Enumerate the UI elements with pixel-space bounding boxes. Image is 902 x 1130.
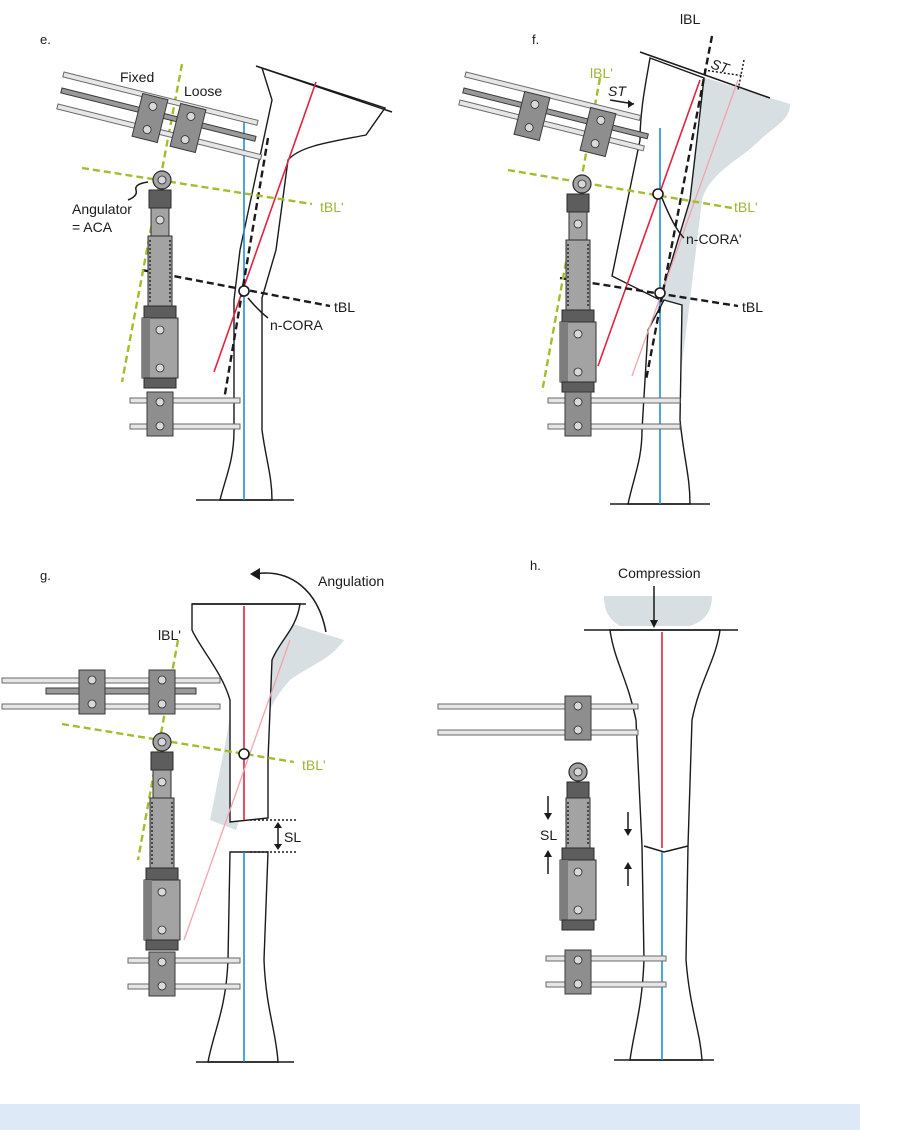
bone-distal-g bbox=[207, 851, 279, 1063]
st-label-top-f: ST bbox=[709, 56, 732, 77]
rod-g-1 bbox=[1, 677, 221, 684]
sl-down-arrowhead-bone-h bbox=[624, 829, 632, 836]
distal-clamp-e bbox=[146, 391, 174, 437]
angulation-arrow-icon bbox=[253, 572, 327, 633]
distal-rod-h-2 bbox=[545, 981, 667, 988]
previous-axis-g bbox=[183, 639, 291, 941]
rod-h-1 bbox=[437, 703, 639, 710]
bone-proximal-g bbox=[191, 603, 301, 823]
bone-h bbox=[609, 629, 721, 1061]
n-cora-node-f bbox=[654, 287, 666, 299]
lbl-line-f bbox=[644, 35, 714, 381]
lbl-label-f: lBL bbox=[680, 11, 700, 27]
fixator-body-f bbox=[559, 193, 597, 393]
st-tick-f bbox=[737, 59, 745, 91]
sl-up-arrowhead-fixator-h bbox=[544, 850, 552, 857]
st-arrowhead-left-f bbox=[628, 100, 634, 108]
distal-clamp-f bbox=[564, 391, 592, 437]
anatomical-line-e bbox=[222, 137, 270, 401]
clamp-g-1 bbox=[78, 669, 106, 715]
tbl-line-f bbox=[559, 276, 739, 308]
rod-h-2 bbox=[437, 729, 639, 736]
distal-rod-e-1 bbox=[129, 397, 241, 404]
distal-rod-g-2 bbox=[127, 983, 241, 990]
caption-band bbox=[0, 1104, 860, 1130]
rod-f-2 bbox=[458, 99, 645, 152]
tbl-prime-line-g bbox=[61, 722, 295, 764]
n-cora-node-g bbox=[238, 748, 250, 760]
lbl-prime-label-g: lBL' bbox=[158, 627, 181, 643]
fixator-body-h bbox=[559, 781, 597, 931]
n-cora-label: n-CORA bbox=[270, 317, 324, 333]
angulator-hinge-icon-f bbox=[577, 179, 587, 189]
fixator-body-g bbox=[143, 751, 181, 951]
n-cora-prime-pointer-f bbox=[661, 197, 685, 239]
lbl-prime-label-f: lBL' bbox=[590, 65, 613, 81]
panel-h: h. bbox=[437, 558, 738, 1061]
panel-f-label: f. bbox=[532, 32, 539, 47]
panel-e-label: e. bbox=[40, 32, 51, 47]
loose-label: Loose bbox=[184, 83, 222, 99]
distal-rod-f-1 bbox=[547, 397, 681, 404]
compression-label: Compression bbox=[618, 565, 700, 581]
tbl-label-e: tBL bbox=[334, 299, 355, 315]
panel-e: e. Fixed Loose Angulator = AC bbox=[40, 32, 393, 501]
threaded-rod-g bbox=[45, 687, 197, 695]
st-label-left-f: ST bbox=[608, 83, 627, 99]
sl-down-arrowhead-fixator-h bbox=[544, 813, 552, 820]
panel-g: g. bbox=[1, 568, 384, 1063]
sl-up-arrowhead-bone-h bbox=[624, 862, 632, 869]
n-cora-prime-node-f bbox=[652, 188, 664, 200]
clamp-h bbox=[564, 695, 592, 741]
st-span-top-f bbox=[703, 69, 745, 77]
n-cora-node-e bbox=[238, 285, 250, 297]
angulator-hinge-icon-h bbox=[573, 767, 583, 777]
n-cora-pointer-e bbox=[247, 297, 269, 319]
distal-rod-h-1 bbox=[545, 955, 667, 962]
aca-label: = ACA bbox=[72, 219, 113, 235]
angulator-pointer-e bbox=[127, 181, 149, 201]
distal-rod-e-2 bbox=[129, 423, 241, 430]
proximal-axis-f bbox=[597, 79, 701, 367]
tibial-plateau-line-e bbox=[255, 65, 393, 113]
angulator-label: Angulator bbox=[72, 201, 132, 217]
tbl-prime-label-f: tBL' bbox=[734, 199, 758, 215]
panel-g-label: g. bbox=[40, 568, 51, 583]
angulator-hinge-icon-g bbox=[157, 737, 167, 747]
angulation-label: Angulation bbox=[318, 573, 384, 589]
tbl-prime-line-f bbox=[507, 168, 733, 210]
fixator-body-e bbox=[141, 189, 179, 389]
tbl-label-f: tBL bbox=[742, 299, 763, 315]
tbl-prime-label-e: tBL' bbox=[320, 199, 344, 215]
clamp-g-2 bbox=[148, 669, 176, 715]
sl-label-h: SL bbox=[540, 827, 557, 843]
previous-axis-f bbox=[631, 79, 739, 377]
tbl-line-e bbox=[141, 268, 331, 308]
panel-f: f. l bbox=[458, 11, 790, 505]
distal-rod-f-2 bbox=[547, 423, 681, 430]
proximal-axis-e bbox=[213, 81, 317, 373]
distal-rod-g-1 bbox=[127, 957, 241, 964]
sl-arrowheads-g bbox=[274, 822, 282, 850]
clamp-f-1 bbox=[513, 91, 551, 141]
fixed-label: Fixed bbox=[120, 69, 154, 85]
lbl-prime-line-e bbox=[120, 63, 184, 383]
distal-clamp-g bbox=[148, 951, 176, 997]
panel-h-label: h. bbox=[530, 558, 541, 573]
tbl-prime-label-g: tBL' bbox=[302, 757, 326, 773]
ghost-plateau-h bbox=[604, 596, 712, 626]
osteotomy-junction-h bbox=[643, 845, 689, 853]
tbl-prime-line-e bbox=[81, 166, 313, 206]
n-cora-prime-label: n-CORA' bbox=[686, 231, 742, 247]
sl-label-g: SL bbox=[284, 829, 301, 845]
angulation-arrowhead-icon bbox=[250, 568, 260, 580]
rod-f-1 bbox=[464, 71, 642, 122]
distal-clamp-h bbox=[564, 949, 592, 995]
angulator-hinge-icon-e bbox=[157, 175, 167, 185]
clamp-f-2 bbox=[579, 107, 617, 157]
rod-g-2 bbox=[1, 703, 221, 710]
compression-arrowhead-icon bbox=[650, 620, 658, 628]
